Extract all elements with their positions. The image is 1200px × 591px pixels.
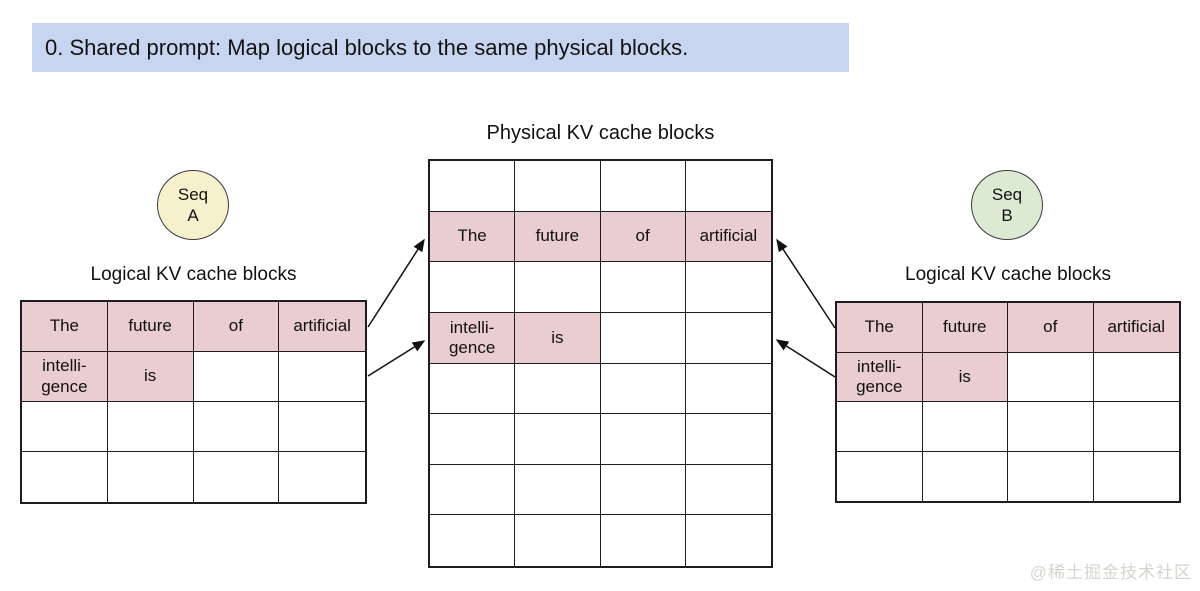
seq-a-cell-r2c1 — [107, 402, 194, 452]
seq-a-cell-r0c3: artificial — [279, 302, 365, 352]
seq-b-cell-r3c2 — [1008, 451, 1094, 501]
seq-b-cell-r2c0 — [837, 402, 923, 452]
seq-a-cell-r1c3 — [279, 352, 365, 402]
physical-cell-r6c0 — [430, 464, 516, 516]
physical-cell-r0c0 — [430, 161, 516, 212]
physical-cell-r2c0 — [430, 262, 516, 313]
physical-cell-r1c1: future — [515, 211, 601, 263]
seq-a-cell-r2c3 — [279, 402, 365, 452]
seq-b-cell-r2c1 — [922, 402, 1008, 452]
physical-cell-r2c1 — [515, 262, 601, 313]
arrow-seq-b-block0-to-physical — [776, 238, 836, 329]
physical-cell-r7c1 — [515, 515, 601, 566]
seq-b-logical-kv-title: Logical KV cache blocks — [905, 264, 1111, 285]
seq-b-cell-r0c0: The — [837, 303, 923, 353]
physical-cell-r4c1 — [515, 363, 601, 415]
seq-b-cell-r3c0 — [837, 451, 923, 501]
physical-cell-r3c1: is — [515, 312, 601, 364]
seq-a-cell-r2c2 — [193, 402, 280, 452]
physical-cell-r5c2 — [600, 414, 686, 465]
seq-a-cell-r2c0 — [22, 402, 108, 452]
seq-a-cell-r1c1: is — [107, 352, 194, 402]
seq-a-cell-r3c2 — [194, 452, 280, 502]
arrow-seq-a-block1-to-physical — [367, 340, 426, 377]
physical-kv-title: Physical KV cache blocks — [486, 122, 715, 144]
seq-a-cell-r0c2: of — [193, 302, 280, 352]
seq-a-badge: Seq A — [157, 170, 229, 240]
physical-cell-r3c2 — [600, 312, 686, 364]
physical-cell-r0c1 — [515, 161, 601, 212]
physical-cell-r0c2 — [600, 161, 686, 212]
seq-b-cell-r1c3 — [1093, 353, 1179, 402]
physical-cell-r7c0 — [430, 515, 516, 566]
physical-cell-r1c3: artificial — [685, 211, 771, 263]
seq-a-cell-r3c1 — [108, 452, 194, 502]
seq-b-cell-r0c1: future — [922, 303, 1008, 353]
physical-cell-r6c1 — [515, 464, 601, 516]
physical-cell-r3c0: intelli- gence — [430, 312, 516, 364]
title-banner: 0. Shared prompt: Map logical blocks to … — [32, 23, 849, 72]
seq-b-cell-r1c2 — [1008, 352, 1094, 402]
physical-cell-r4c0 — [430, 363, 516, 415]
seq-a-logical-kv-title: Logical KV cache blocks — [90, 264, 297, 285]
physical-cell-r1c2: of — [600, 211, 686, 263]
watermark-text: @稀土掘金技术社区 — [1029, 563, 1192, 582]
physical-cell-r6c2 — [600, 464, 686, 516]
physical-cell-r1c0: The — [430, 211, 516, 263]
physical-cell-r6c3 — [685, 465, 771, 516]
seq-a-cell-r0c1: future — [107, 302, 194, 352]
arrow-seq-a-block0-to-physical — [367, 238, 425, 328]
physical-cell-r4c2 — [600, 363, 686, 415]
seq-a-badge-line2: A — [187, 206, 199, 225]
physical-cell-r0c3 — [685, 161, 771, 212]
physical-cell-r5c1 — [515, 414, 601, 465]
arrow-seq-b-block1-to-physical — [775, 339, 836, 378]
physical-cell-r7c2 — [601, 515, 686, 566]
seq-a-cell-r3c0 — [22, 452, 108, 502]
physical-cell-r3c3 — [685, 313, 771, 364]
seq-b-cell-r2c3 — [1093, 402, 1179, 452]
seq-b-cell-r1c0: intelli- gence — [837, 352, 923, 402]
seq-b-badge: Seq B — [971, 170, 1043, 240]
seq-b-badge-line1: Seq — [991, 184, 1023, 204]
seq-a-cell-r3c3 — [279, 452, 365, 502]
seq-b-cell-r0c3: artificial — [1093, 303, 1179, 353]
seq-a-cell-r1c2 — [193, 352, 280, 402]
seq-b-badge-line2: B — [1001, 206, 1013, 225]
physical-cell-r5c3 — [685, 414, 771, 465]
seq-b-cell-r1c1: is — [922, 352, 1008, 402]
title-text: 0. Shared prompt: Map logical blocks to … — [45, 34, 689, 60]
physical-cell-r4c3 — [685, 364, 771, 415]
seq-a-cell-r0c0: The — [22, 302, 108, 352]
physical-cell-r7c3 — [686, 515, 771, 566]
physical-cell-r2c2 — [600, 262, 686, 313]
seq-a-badge-line1: Seq — [177, 184, 209, 204]
physical-cell-r5c0 — [430, 414, 516, 465]
seq-b-cell-r0c2: of — [1008, 303, 1094, 353]
seq-b-cell-r2c2 — [1008, 402, 1094, 452]
seq-b-cell-r3c1 — [923, 451, 1008, 501]
seq-b-cell-r3c3 — [1094, 452, 1180, 502]
seq-a-cell-r1c0: intelli- gence — [22, 352, 108, 402]
physical-cell-r2c3 — [685, 262, 771, 313]
